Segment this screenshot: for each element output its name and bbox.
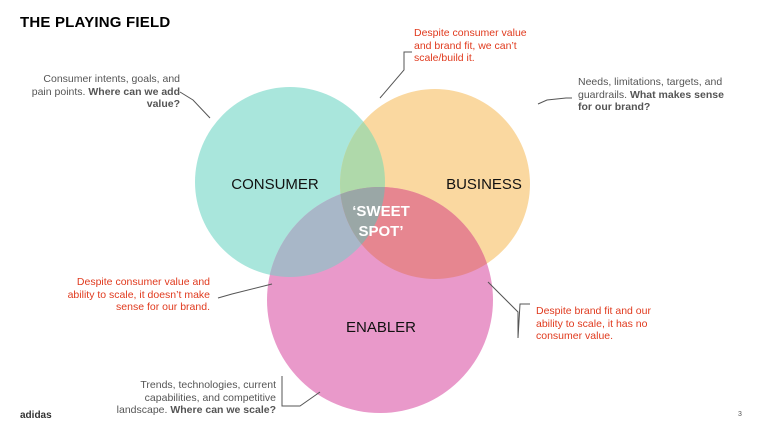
left-connector — [217, 283, 273, 299]
sweet-spot-line1: ‘SWEET — [352, 203, 410, 220]
top-connector — [379, 51, 412, 99]
sweet-spot-line2: SPOT’ — [358, 223, 403, 240]
business-note: Needs, limitations, targets, and guardra… — [578, 76, 724, 113]
right-connector — [487, 281, 530, 339]
enabler-connector — [281, 376, 321, 407]
adidas-logo: adidas — [20, 410, 52, 421]
business-connector — [537, 97, 572, 105]
business-label: BUSINESS — [446, 176, 522, 193]
right-note: Despite brand fit and our ability to sca… — [536, 305, 651, 342]
consumer-connector — [179, 91, 211, 119]
enabler-note: Trends, technologies, current capabiliti… — [116, 379, 276, 416]
consumer-enabler-overlap — [267, 187, 385, 277]
left-note: Despite consumer value and ability to sc… — [67, 276, 210, 313]
consumer-note: Consumer intents, goals, and pain points… — [31, 73, 180, 110]
business-enabler-overlap — [340, 187, 493, 279]
top-note: Despite consumer value and brand fit, we… — [414, 27, 527, 64]
page-number: 3 — [738, 411, 742, 418]
consumer-label: CONSUMER — [231, 176, 319, 193]
enabler-label: ENABLER — [346, 319, 416, 336]
slide-title: THE PLAYING FIELD — [20, 14, 171, 31]
